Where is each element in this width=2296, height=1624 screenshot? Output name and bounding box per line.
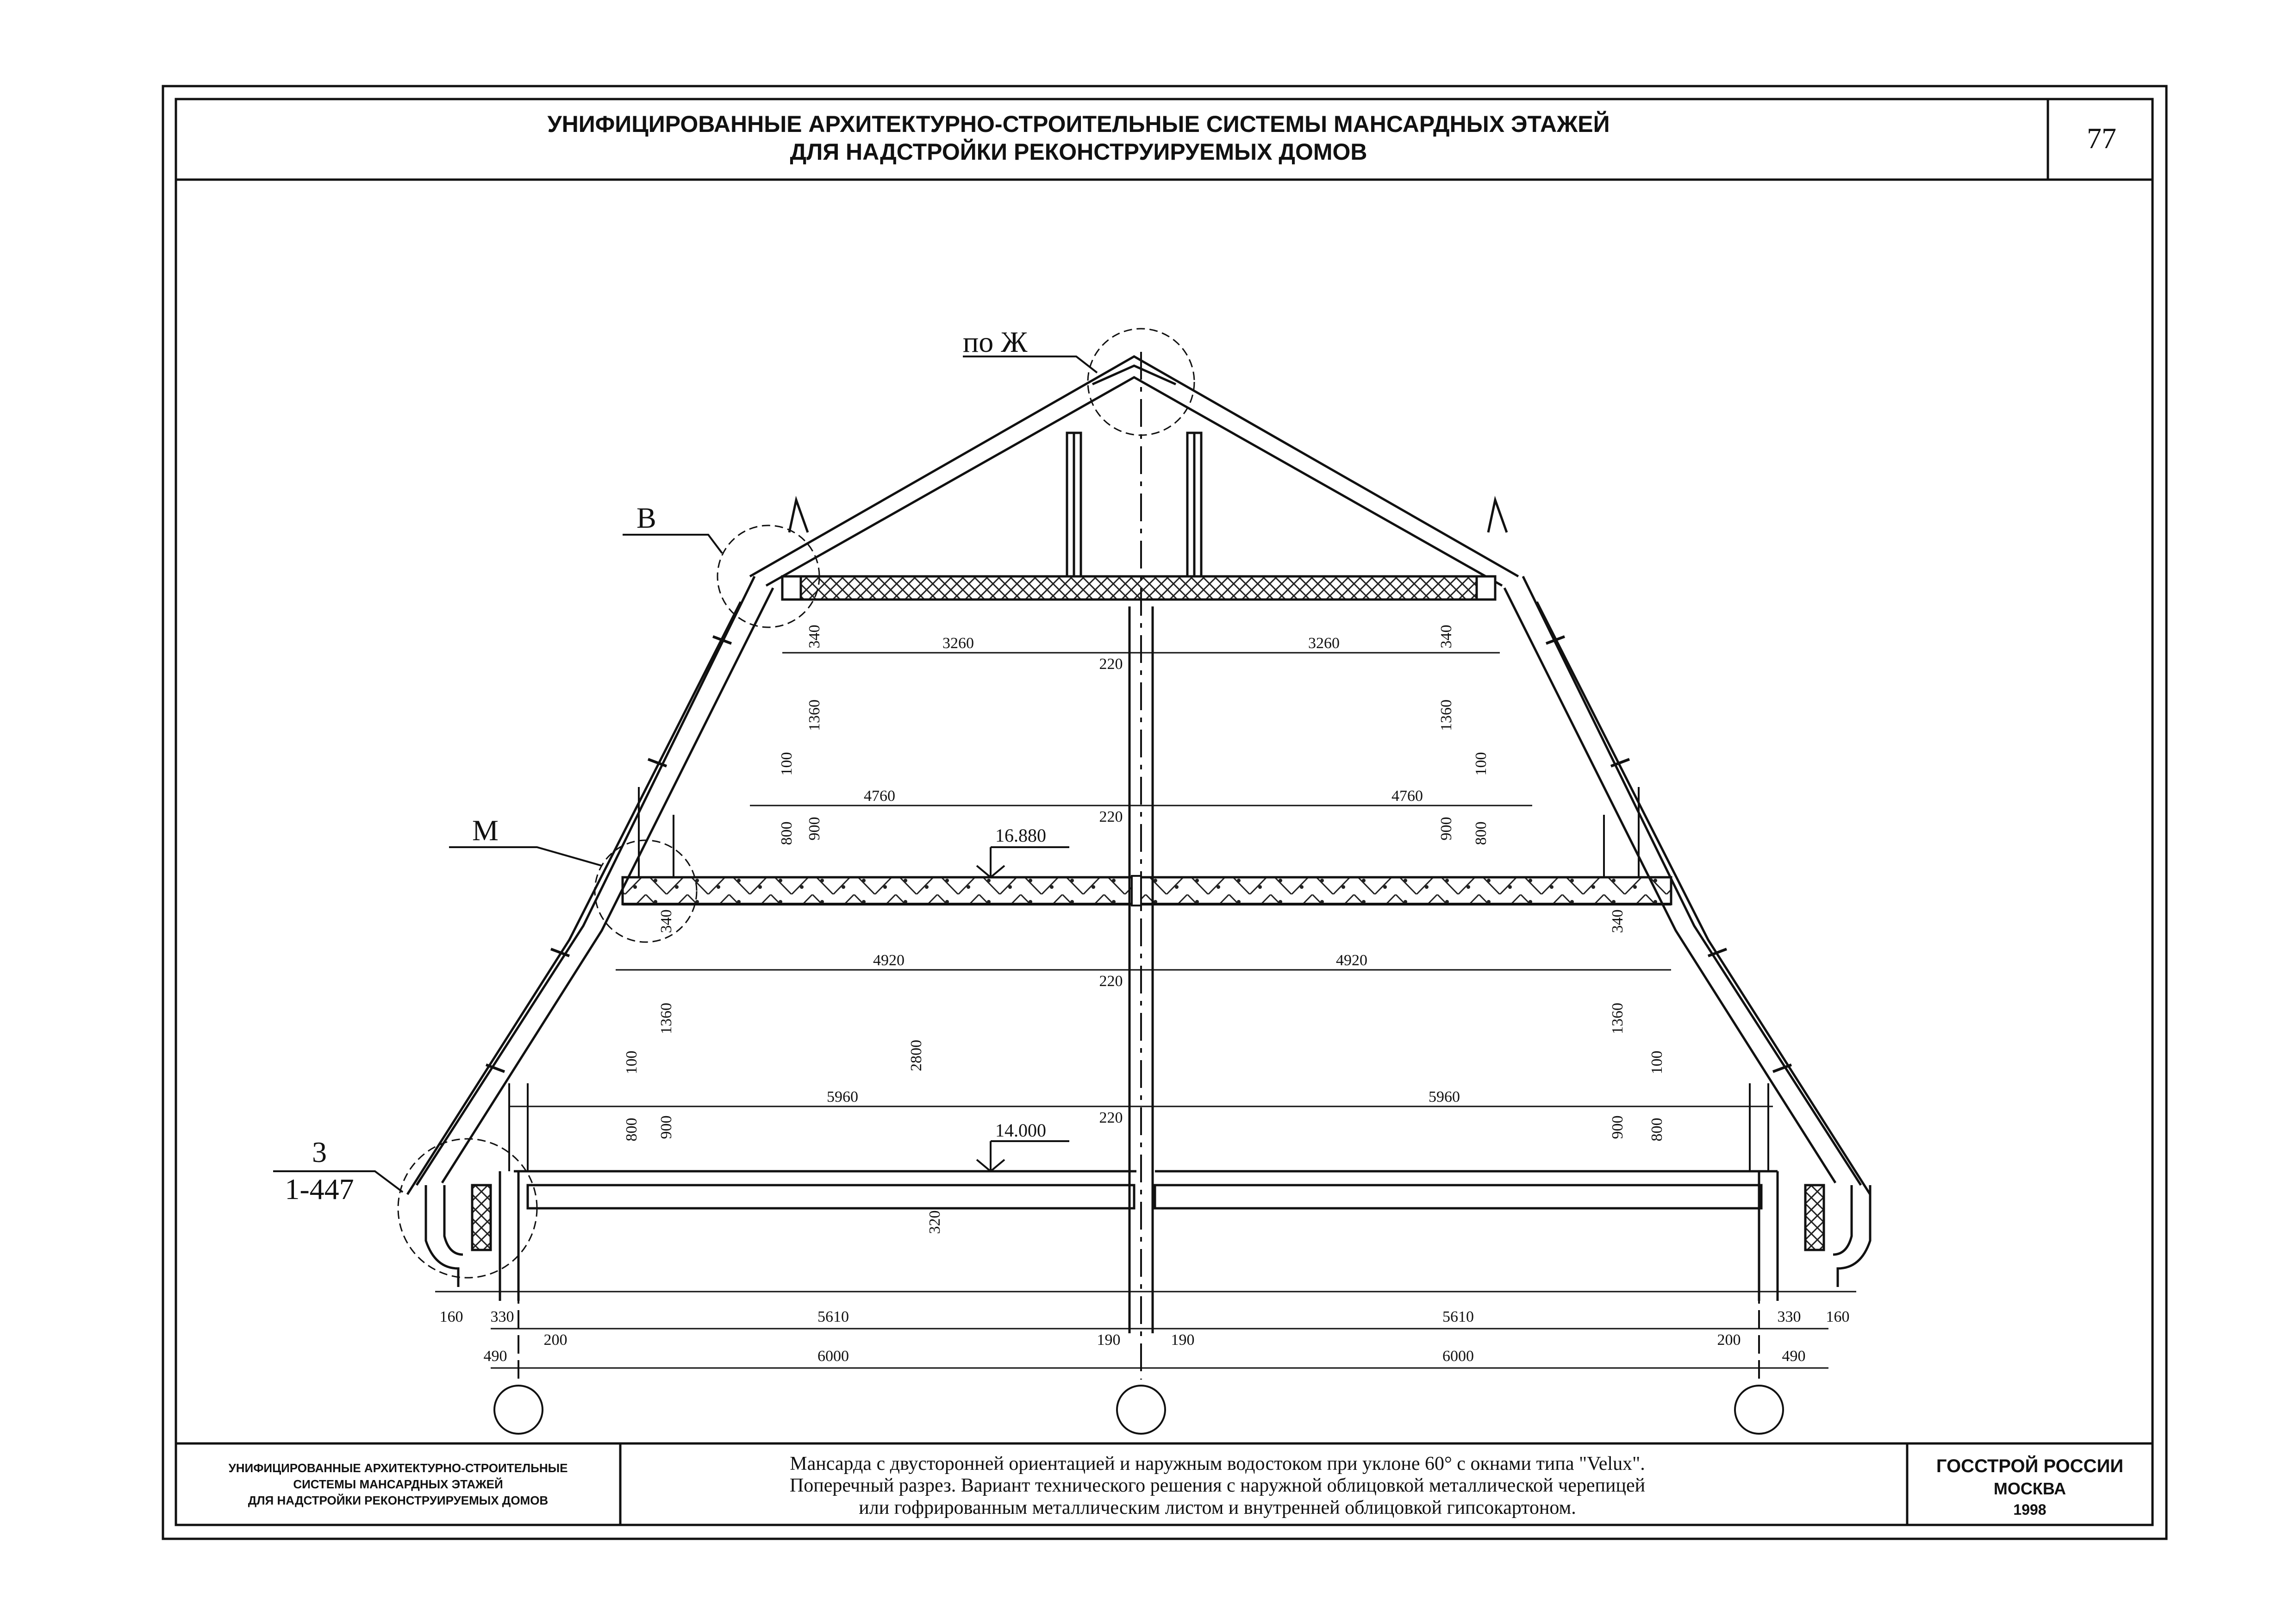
vertical-dimension-texts: 340 340 1360 1360 100 100 800 900 900 80… xyxy=(623,625,1666,1234)
dim-upper-span-right: 4760 xyxy=(1391,787,1423,805)
callout-node-number: 3 xyxy=(312,1136,327,1168)
dim-upper-h2-right: 100 xyxy=(1472,752,1490,776)
callout-node-reference: 1-447 xyxy=(285,1173,354,1206)
sheet-border xyxy=(162,85,2168,1540)
mansard-floor-slab xyxy=(621,875,1672,906)
dim-lower-span-right: 5960 xyxy=(1429,1088,1460,1106)
dim-upper-h4-left: 900 xyxy=(806,817,823,841)
dim-b190-left: 190 xyxy=(1097,1331,1121,1349)
header-title-line1: УНИФИЦИРОВАННЫЕ АРХИТЕКТУРНО-СТРОИТЕЛЬНЫ… xyxy=(547,111,1610,137)
footer-description-line3: или гофрированным металлическим листом и… xyxy=(859,1497,1576,1518)
dim-b330-left: 330 xyxy=(491,1308,514,1325)
dim-upper-span-left: 4760 xyxy=(864,787,895,805)
title-block xyxy=(175,1442,2154,1526)
dim-mid-h-left: 340 xyxy=(658,910,675,933)
dim-lower-h1-right: 1360 xyxy=(1609,1003,1626,1034)
callout-ridge: по Ж xyxy=(963,325,1028,358)
dim-top-span-left: 3260 xyxy=(942,635,974,652)
callout-upper-eave: В xyxy=(636,501,656,534)
grid-axis-bubbles xyxy=(493,1185,1784,1435)
footer-series-line1: УНИФИЦИРОВАННЫЕ АРХИТЕКТУРНО-СТРОИТЕЛЬНЫ… xyxy=(229,1461,568,1475)
attic-floor-slab xyxy=(781,575,1497,601)
dimension-texts: 3260 3260 220 4760 4760 220 4920 4920 22… xyxy=(440,635,1850,1365)
central-wall xyxy=(1128,352,1154,1380)
base-floor-slab xyxy=(514,1170,1778,1210)
dim-lower-h4-right: 800 xyxy=(1648,1118,1666,1142)
snow-guard xyxy=(788,495,1508,533)
dim-lower-span-left: 5960 xyxy=(827,1088,858,1106)
callout-leaders xyxy=(273,356,1098,1193)
page-number: 77 xyxy=(2087,122,2116,155)
ridge-post xyxy=(1066,364,1203,578)
dim-upper-h2-left: 100 xyxy=(778,752,795,776)
dim-mid-wall: 220 xyxy=(1099,973,1123,990)
dim-mid-h-right: 340 xyxy=(1609,910,1626,933)
dim-upper-h1-right: 1360 xyxy=(1438,700,1455,731)
level-marker-lower xyxy=(976,1140,1069,1173)
dim-b5610-right: 5610 xyxy=(1442,1308,1474,1325)
roof-outline xyxy=(406,355,1872,1195)
footer-description-line2: Поперечный разрез. Вариант технического … xyxy=(790,1475,1645,1496)
dim-lower-h3-right: 900 xyxy=(1609,1116,1626,1139)
dim-storey-height: 2800 xyxy=(908,1040,925,1071)
footer-organization: ГОССТРОЙ РОССИИ xyxy=(1936,1455,2123,1476)
dim-b6000-right: 6000 xyxy=(1442,1348,1474,1365)
level-lower: 14.000 xyxy=(995,1120,1046,1141)
level-marker-upper xyxy=(976,846,1069,879)
dim-b200-left: 200 xyxy=(544,1331,568,1349)
knee-wall xyxy=(508,787,1769,1171)
footer-series-line2: СИСТЕМЫ МАНСАРДНЫХ ЭТАЖЕЙ xyxy=(293,1477,503,1491)
dim-lower-h2-right: 100 xyxy=(1648,1051,1666,1074)
dim-upper-h4-right: 800 xyxy=(1472,822,1490,845)
dim-top-wall: 220 xyxy=(1099,656,1123,673)
dim-mid-span-left: 4920 xyxy=(873,952,905,969)
dim-b330-right: 330 xyxy=(1778,1308,1801,1325)
detail-circles xyxy=(397,328,1195,1279)
dim-b490-right: 490 xyxy=(1782,1348,1806,1365)
header-title-line2: ДЛЯ НАДСТРОЙКИ РЕКОНСТРУИРУЕМЫХ ДОМОВ xyxy=(790,138,1367,165)
dim-b6000-left: 6000 xyxy=(817,1348,849,1365)
dim-upper-h3-left: 800 xyxy=(778,822,795,845)
dim-b190-right: 190 xyxy=(1171,1331,1195,1349)
dim-lower-wall: 220 xyxy=(1099,1109,1123,1126)
callout-mid-floor: М xyxy=(472,814,499,847)
cross-section-drawing: по Ж В М 3 1-447 16.880 14.000 xyxy=(273,325,1872,1435)
dim-lower-h3-left: 800 xyxy=(623,1118,640,1142)
footer-series-line3: ДЛЯ НАДСТРОЙКИ РЕКОНСТРУИРУЕМЫХ ДОМОВ xyxy=(248,1493,548,1507)
footer-city: МОСКВА xyxy=(1994,1479,2066,1498)
dim-lower-h2-left: 100 xyxy=(623,1051,640,1074)
roof-sheet-joints xyxy=(485,635,1792,1073)
dim-lower-h4-left: 900 xyxy=(658,1116,675,1139)
dimension-lines xyxy=(435,652,1856,1369)
dim-top-h-left: 340 xyxy=(806,625,823,649)
dim-top-span-right: 3260 xyxy=(1308,635,1340,652)
dim-lower-h1-left: 1360 xyxy=(658,1003,675,1034)
dim-slab: 320 xyxy=(926,1211,943,1234)
exterior-wall-right xyxy=(1758,1171,1872,1301)
dim-b5610-left: 5610 xyxy=(817,1308,849,1325)
exterior-wall-left xyxy=(424,1171,520,1301)
footer-year: 1998 xyxy=(2013,1501,2046,1518)
dim-upper-h3-right: 900 xyxy=(1438,817,1455,841)
dim-b160-left: 160 xyxy=(440,1308,463,1325)
dim-top-h-right: 340 xyxy=(1438,625,1455,649)
dim-upper-h1-left: 1360 xyxy=(806,700,823,731)
level-upper: 16.880 xyxy=(995,825,1046,846)
dim-b160-right: 160 xyxy=(1826,1308,1850,1325)
dim-b200-right: 200 xyxy=(1717,1331,1741,1349)
footer-description-line1: Мансарда с двусторонней ориентацией и на… xyxy=(790,1453,1645,1474)
dim-upper-wall: 220 xyxy=(1099,808,1123,825)
dim-b490-left: 490 xyxy=(484,1348,507,1365)
dim-mid-span-right: 4920 xyxy=(1336,952,1367,969)
